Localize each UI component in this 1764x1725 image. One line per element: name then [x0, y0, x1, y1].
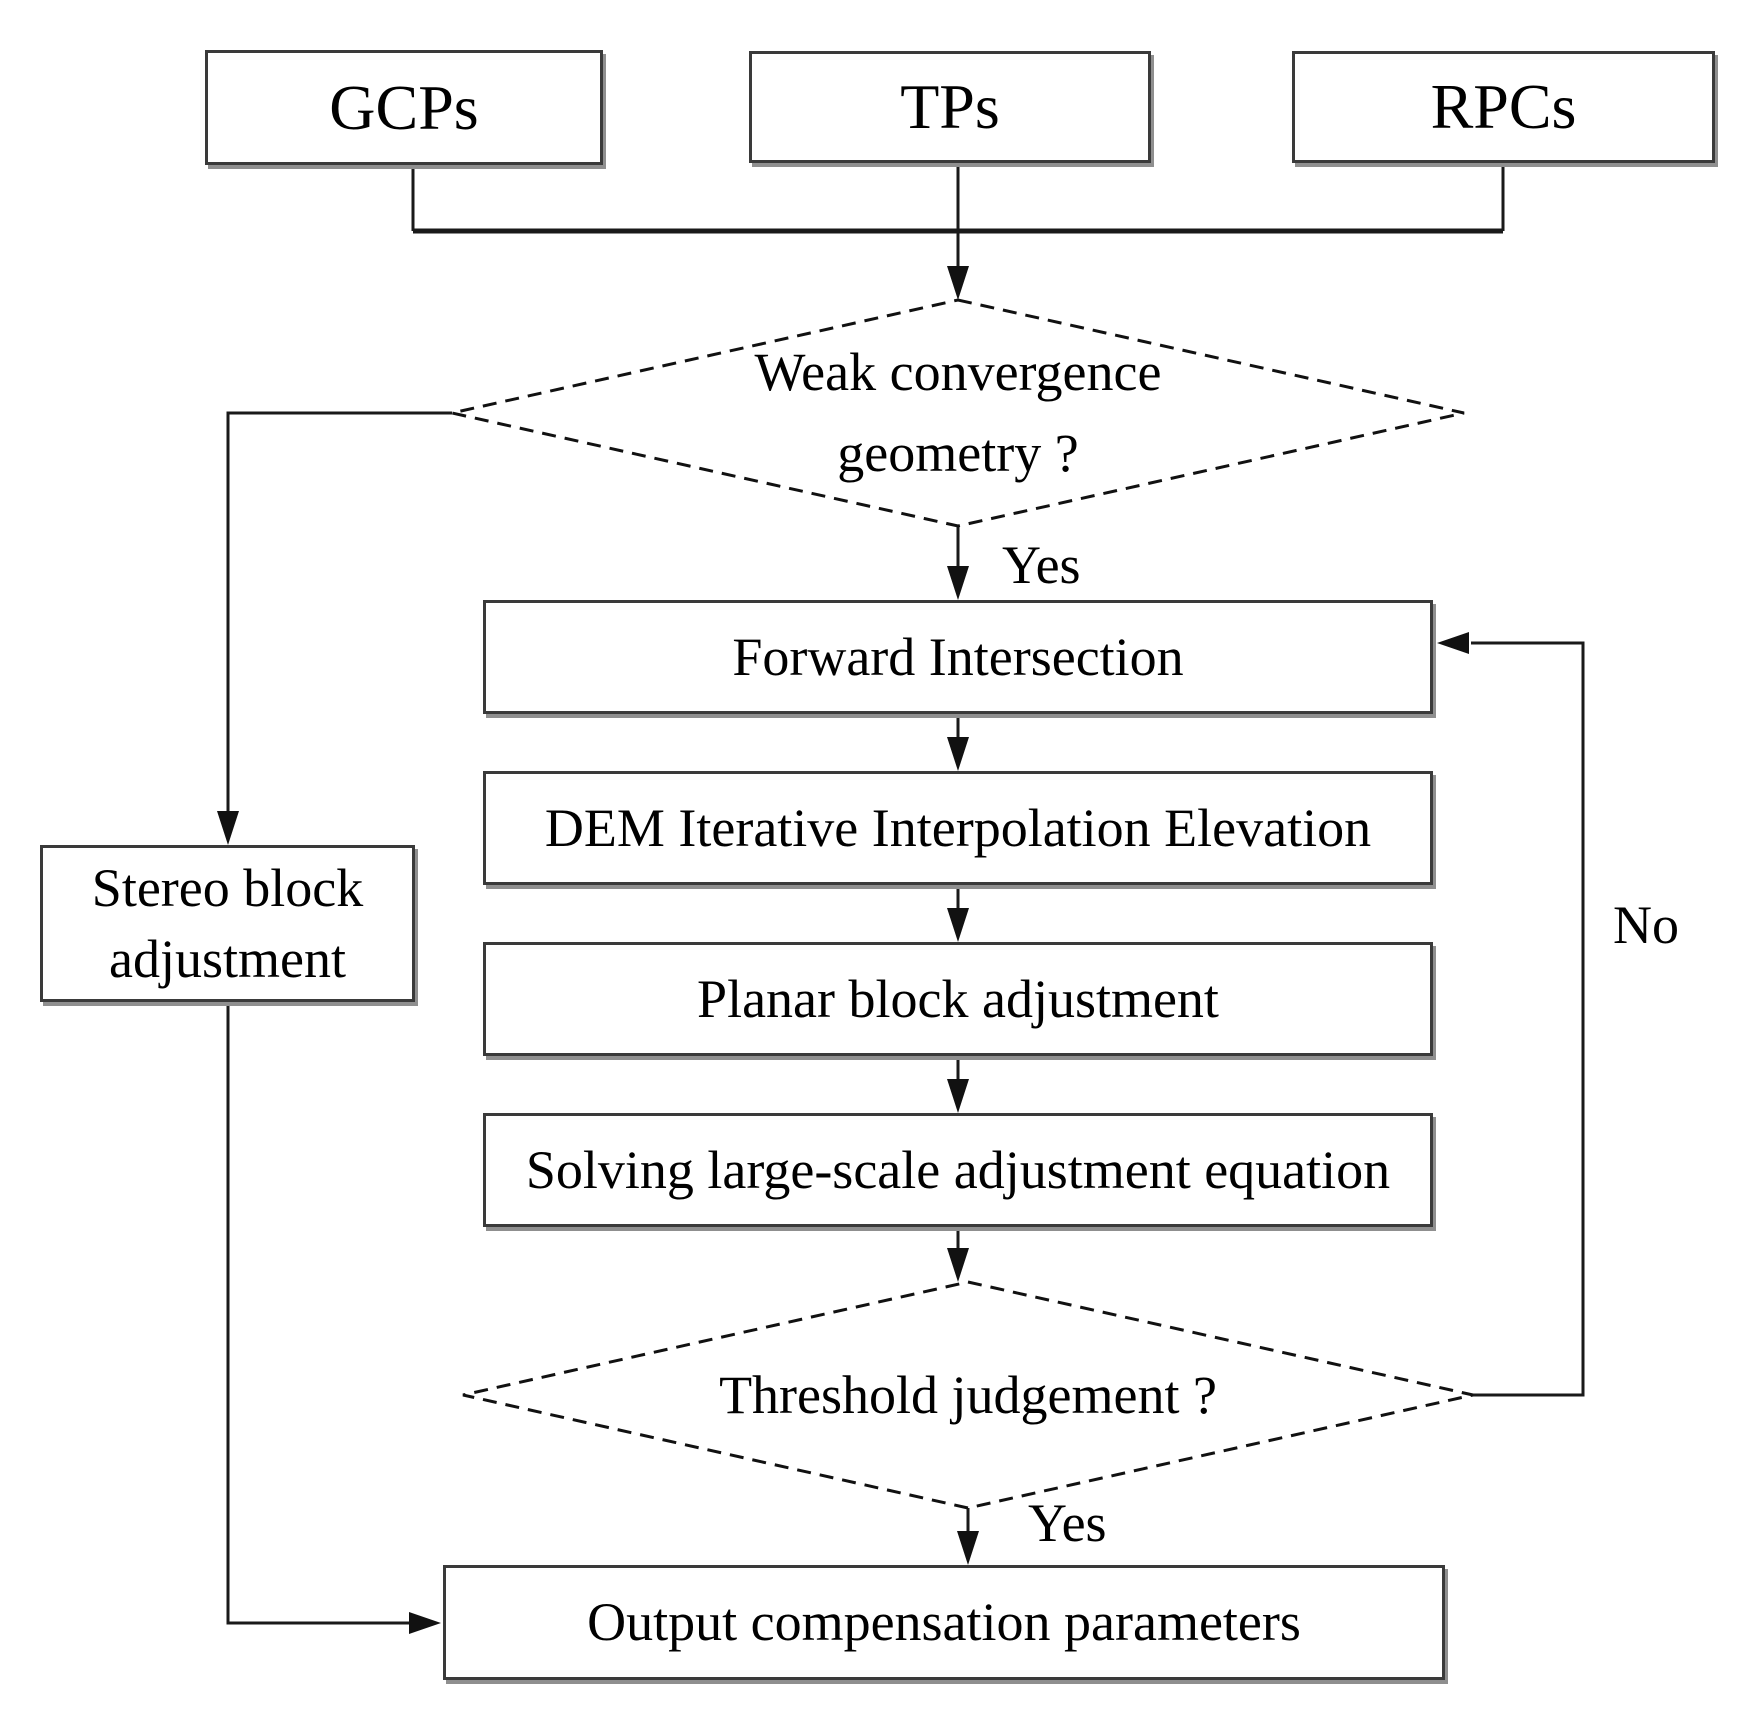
flow-box-dem-iterative-interpolation: DEM Iterative Interpolation Elevation: [483, 771, 1433, 885]
flow-box-forward-intersection-label: Forward Intersection: [732, 626, 1184, 687]
flow-box-forward-intersection: Forward Intersection: [483, 600, 1433, 714]
decision1-yes-label: Yes: [1002, 535, 1081, 595]
decision-threshold-shape: [462, 1280, 1474, 1510]
decision2-no-label: No: [1613, 895, 1679, 955]
arrowhead-into-decision1: [947, 266, 969, 300]
flow-box-planar-block-adjustment: Planar block adjustment: [483, 942, 1433, 1056]
flow-box-tps: TPs: [749, 51, 1151, 163]
flow-box-output-label: Output compensation parameters: [587, 1592, 1301, 1653]
flow-box-planar-block-adjustment-label: Planar block adjustment: [697, 968, 1219, 1029]
flow-box-solving-adjustment-equation: Solving large-scale adjustment equation: [483, 1113, 1433, 1227]
flow-box-gcps-label: GCPs: [329, 71, 479, 143]
arrowhead-into-stereo: [217, 811, 239, 845]
flow-box-rpcs: RPCs: [1292, 51, 1715, 163]
flow-box-stereo-line2: adjustment: [109, 928, 346, 989]
connector-no-loop: [1471, 641, 1585, 1397]
arrowhead-stereo-into-output: [409, 1612, 441, 1634]
connector-stereo-output: [226, 1002, 413, 1625]
arrowhead-into-dem: [947, 737, 969, 771]
connector-decision1-stereo: [226, 411, 452, 812]
flow-box-rpcs-label: RPCs: [1430, 71, 1577, 143]
decision2-yes-label: Yes: [1028, 1493, 1107, 1553]
flow-box-dem-iterative-interpolation-label: DEM Iterative Interpolation Elevation: [544, 797, 1372, 858]
arrowhead-into-planar: [947, 908, 969, 942]
flow-box-tps-label: TPs: [900, 71, 1000, 143]
flow-box-output-compensation-parameters: Output compensation parameters: [443, 1565, 1445, 1680]
arrowhead-into-forward: [947, 566, 969, 600]
arrowhead-into-solving: [947, 1079, 969, 1113]
arrowhead-into-output: [957, 1531, 979, 1565]
decision-weak-convergence-shape: [451, 298, 1465, 528]
flow-box-solving-adjustment-equation-label: Solving large-scale adjustment equation: [525, 1139, 1391, 1200]
flow-box-stereo-block-adjustment: Stereo block adjustment: [40, 845, 415, 1002]
arrowhead-into-decision2: [947, 1248, 969, 1282]
flow-box-gcps: GCPs: [205, 50, 603, 165]
arrowhead-noloop-into-forward: [1437, 632, 1469, 654]
flow-box-stereo-line1: Stereo block: [91, 858, 364, 919]
